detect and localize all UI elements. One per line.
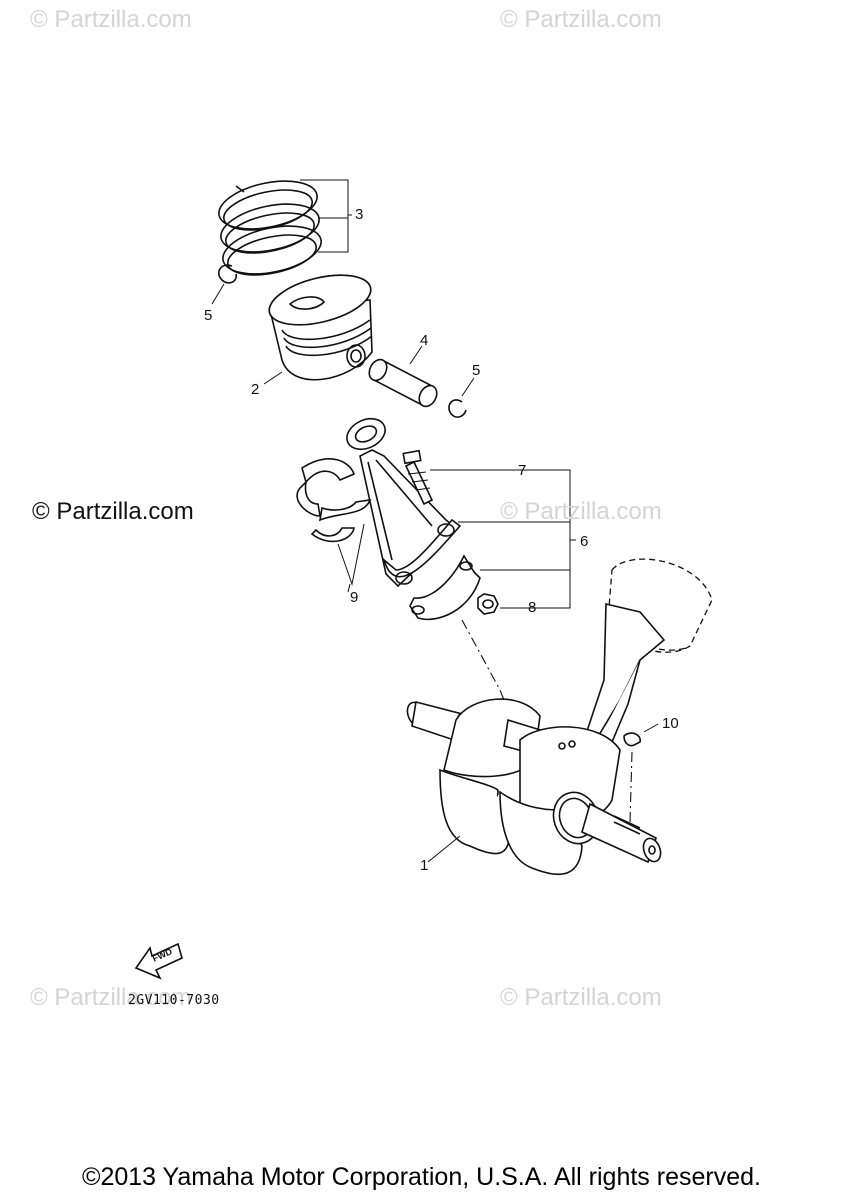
piston-part-2 <box>263 274 373 385</box>
watermark-bottom-left: © Partzilla.com <box>30 984 192 1011</box>
piston-pin-clip-part-5-left <box>211 264 238 305</box>
callout-1: 1 <box>420 857 429 874</box>
callout-5-left: 5 <box>204 307 213 324</box>
piston-pin-clip-part-5-right <box>448 377 475 418</box>
watermark-top-right: © Partzilla.com <box>500 6 662 33</box>
phantom-connecting-rod <box>585 602 666 743</box>
callout-10: 10 <box>662 715 679 732</box>
diagram-reference-code: 2GV110-7030 <box>128 993 220 1008</box>
leader-parts-6-7-8 <box>430 469 576 609</box>
watermark-bottom-right: © Partzilla.com <box>500 984 662 1011</box>
watermark-mid-right: © Partzilla.com <box>500 498 662 525</box>
callout-3: 3 <box>355 206 364 223</box>
rod-bolt-part-7 <box>402 449 434 506</box>
crankshaft-part-1 <box>406 698 662 876</box>
copyright-notice: ©2013 Yamaha Motor Corporation, U.S.A. A… <box>82 1163 761 1191</box>
callout-6: 6 <box>580 533 589 550</box>
leader-part-3 <box>300 179 352 253</box>
callout-9: 9 <box>350 589 359 606</box>
bearings-part-9 <box>296 458 372 593</box>
callout-7: 7 <box>518 462 527 479</box>
callout-5-right: 5 <box>472 362 481 379</box>
woodruff-key-part-10 <box>623 723 659 823</box>
callout-2: 2 <box>251 381 260 398</box>
forward-arrow-icon <box>134 942 183 980</box>
connecting-rod-part-6 <box>346 417 462 588</box>
rod-cap <box>408 554 481 621</box>
watermark-top-left: © Partzilla.com <box>30 6 192 33</box>
piston-pin-part-4 <box>368 345 438 408</box>
callout-8: 8 <box>528 599 537 616</box>
nut-part-8 <box>477 593 499 615</box>
callout-4: 4 <box>420 332 429 349</box>
watermark-mid-left: © Partzilla.com <box>32 498 194 525</box>
